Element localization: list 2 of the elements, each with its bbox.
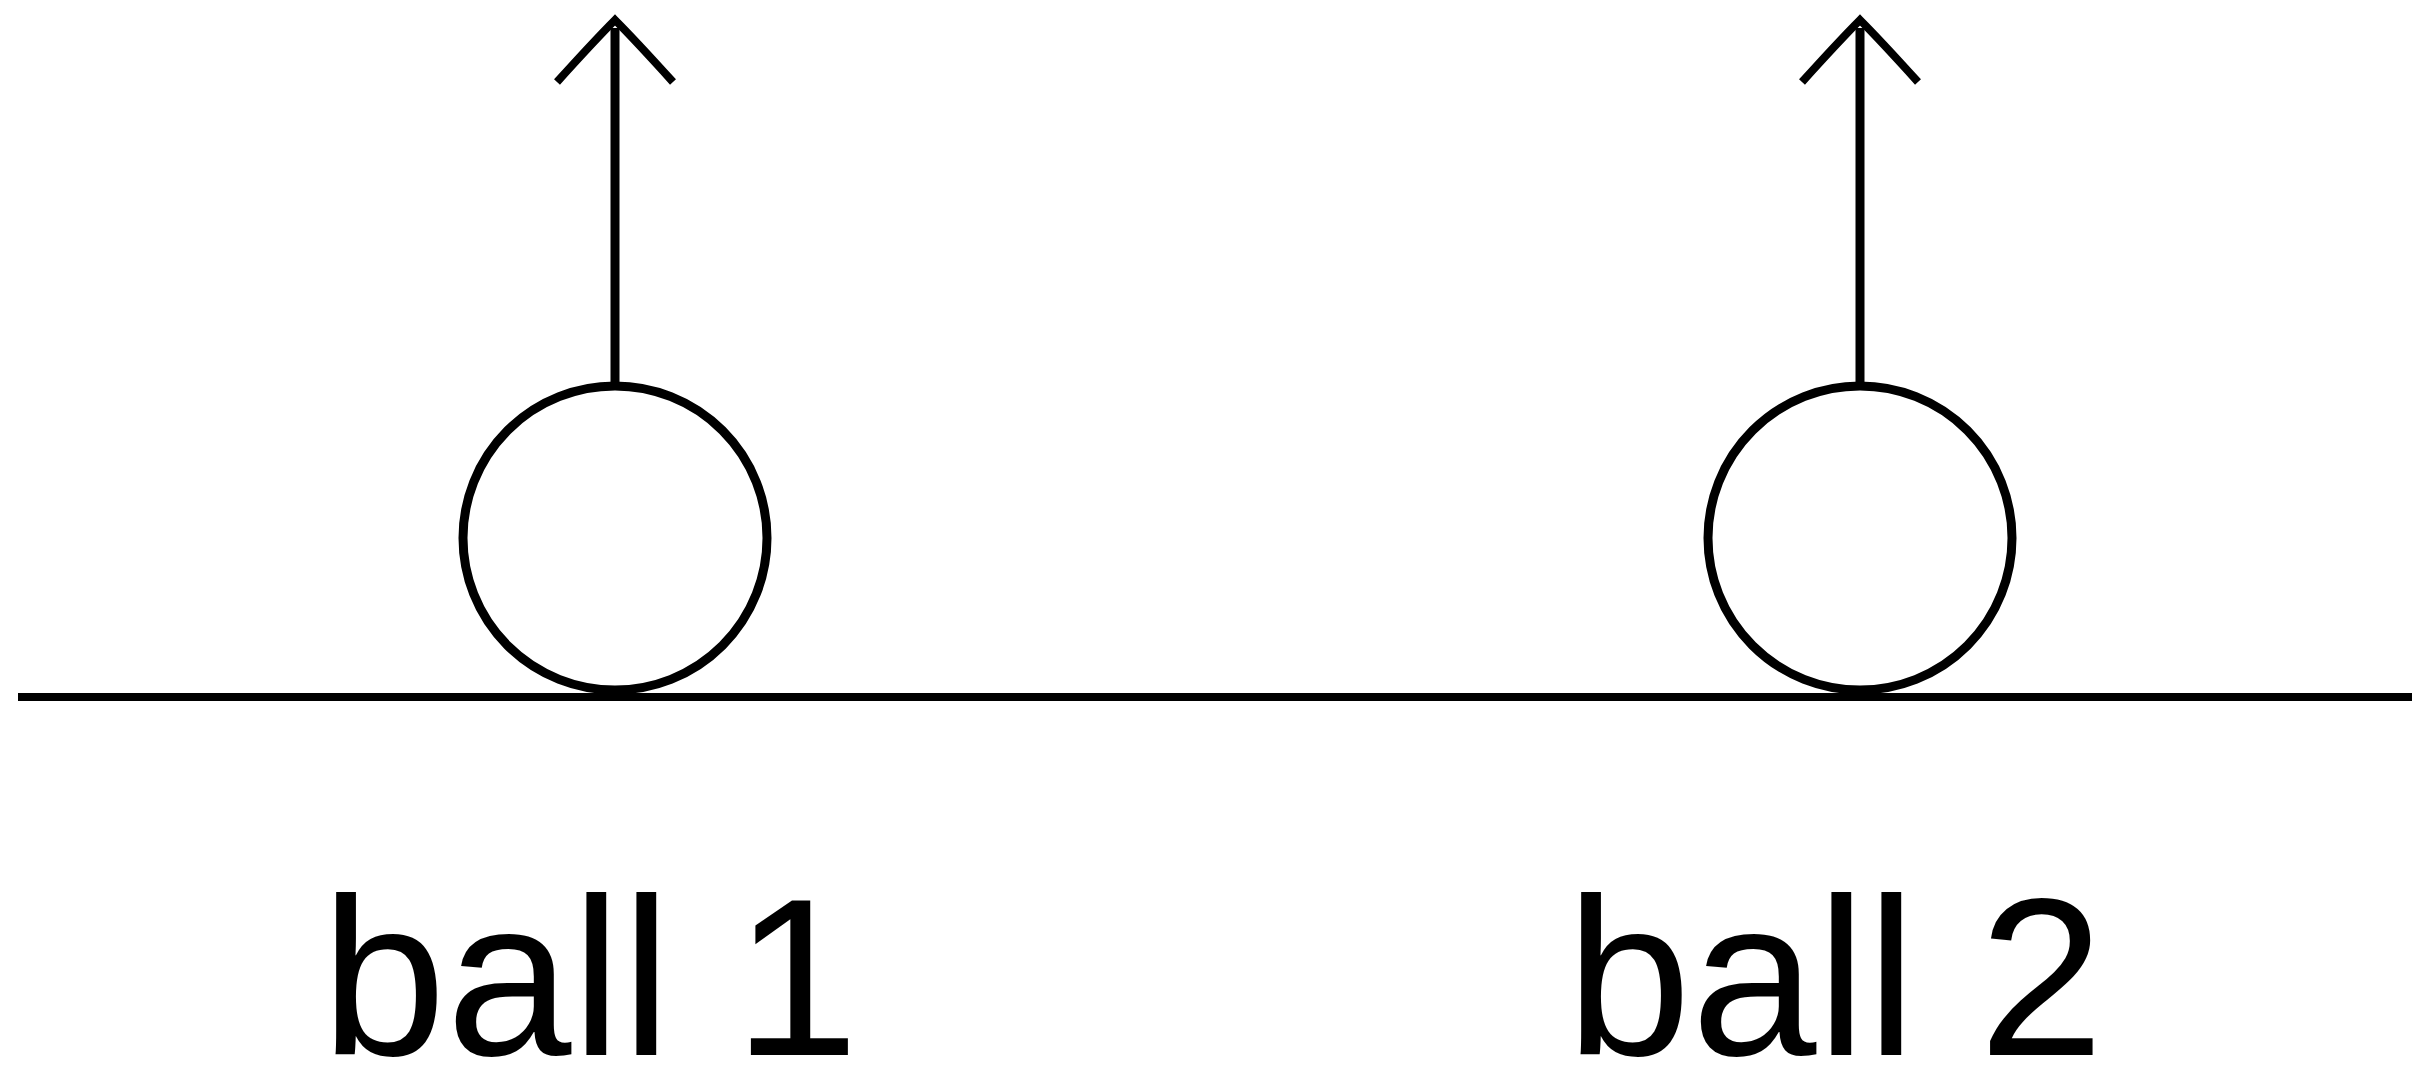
ball-label: ball 2 bbox=[1566, 865, 2104, 1085]
ball-label: ball 1 bbox=[321, 865, 859, 1085]
